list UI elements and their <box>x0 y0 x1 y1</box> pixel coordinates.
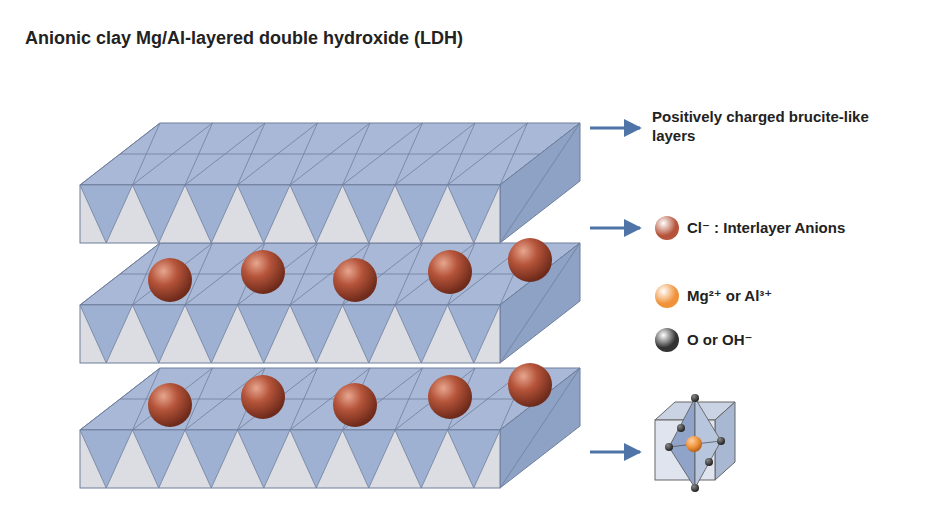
pointer-arrow <box>590 451 640 454</box>
legend-text: Cl⁻ : Interlayer Anions <box>687 219 845 238</box>
legend-item: Cl⁻ : Interlayer Anions <box>655 216 845 240</box>
interlayer-anions <box>148 363 552 427</box>
brucite-layer <box>80 368 580 488</box>
legend-swatch <box>655 216 679 240</box>
pointer-arrows <box>590 128 640 452</box>
brucite-layer <box>80 243 580 363</box>
legend-swatch <box>655 284 679 308</box>
pointer-arrow <box>590 127 640 130</box>
brucite-layer <box>80 123 580 243</box>
interlayer-anions <box>148 238 552 302</box>
pointer-arrow <box>590 227 640 230</box>
legend-item: Mg²⁺ or Al³⁺ <box>655 284 772 308</box>
diagram-title: Anionic clay Mg/Al-layered double hydrox… <box>25 28 625 49</box>
legend-text: Mg²⁺ or Al³⁺ <box>687 287 772 306</box>
octahedron-icon <box>655 394 735 492</box>
legend-text: O or OH⁻ <box>687 331 752 350</box>
legend-swatch <box>655 328 679 352</box>
legend-item: O or OH⁻ <box>655 328 752 352</box>
layer-label: Positively charged brucite-like layers <box>652 108 912 146</box>
